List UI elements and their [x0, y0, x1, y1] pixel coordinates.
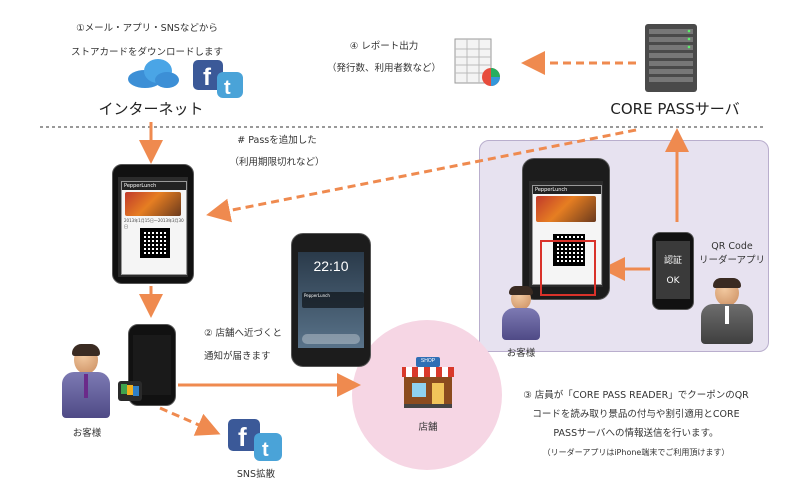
reader-screen: 認証 OK	[656, 241, 690, 299]
coupon-card-title: PepperLunch	[533, 186, 601, 194]
internet-label: インターネット	[98, 100, 204, 118]
report-line2: （発行数、利用者数など）	[326, 63, 441, 74]
qr-highlight-frame	[540, 240, 596, 296]
lockscreen-phone: 22:10 PepperLunch	[291, 233, 371, 367]
pass-screen: PepperLunch 2013年1月15日〜2013年3月30日	[118, 177, 188, 277]
notify-line1: ② 店舗へ近づくと	[204, 328, 283, 339]
coupon-food-image	[536, 196, 596, 222]
report-line1: ④ レポート出力	[349, 41, 419, 52]
pass-update-text: # Passを追加した （利用期限切れなど）	[213, 134, 341, 170]
pass-update-line2: （利用期限切れなど）	[229, 157, 325, 168]
reader-auth-label: 認証	[663, 256, 682, 266]
coupon-phone: PepperLunch	[522, 158, 610, 300]
server-icon	[641, 22, 701, 94]
reader-ok-label: OK	[666, 276, 680, 286]
push-notification-title: PepperLunch	[304, 293, 330, 298]
shop-label: 店舗	[418, 422, 438, 433]
report-text: ④ レポート出力 （発行数、利用者数など）	[322, 40, 446, 76]
customer-right-avatar	[498, 286, 544, 342]
phone-with-pass: PepperLunch 2013年1月15日〜2013年3月30日	[112, 164, 194, 284]
customer-left-label: お客様	[72, 428, 102, 439]
step1-line2: ストアカードをダウンロードします	[70, 47, 223, 58]
pass-update-line1: # Passを追加した	[237, 135, 317, 146]
svg-text:t: t	[262, 439, 269, 461]
step3-line4: （リーダーアプリはiPhone端末でご利用頂けます）	[542, 448, 730, 457]
svg-text:f: f	[203, 64, 212, 91]
reader-app-label: QR Code リーダーアプリ	[696, 240, 768, 268]
svg-text:t: t	[224, 77, 231, 99]
unlock-slider	[302, 334, 360, 344]
notify-text: ② 店舗へ近づくと 通知が届きます	[204, 327, 304, 364]
pass-card: PepperLunch 2013年1月15日〜2013年3月30日	[121, 181, 187, 275]
pass-card-title: PepperLunch	[122, 182, 186, 190]
step1-text: ①メール・アプリ・SNSなどから ストアカードをダウンロードします	[52, 22, 242, 60]
reader-label-line1: QR Code	[711, 241, 753, 252]
step3-text: ③ 店員が「CORE PASS READER」でクーポンのQR コードを読み取り…	[510, 388, 762, 461]
qr-code	[140, 228, 170, 258]
shop-sign: SHOP	[420, 358, 436, 364]
pass-card-dates: 2013年1月15日〜2013年3月30日	[124, 218, 184, 229]
customer-right-label: お客様	[506, 348, 536, 359]
step3-line2: コードを読み取り景品の付与や割引適用とCORE	[532, 409, 740, 420]
lockscreen: 22:10 PepperLunch	[298, 252, 364, 348]
step3-line1: ③ 店員が「CORE PASS READER」でクーポンのQR	[523, 390, 749, 401]
coupon-card: PepperLunch	[532, 185, 602, 285]
cloud-icon	[125, 57, 181, 89]
sns-label: SNS拡散	[236, 469, 276, 480]
report-spreadsheet-icon	[453, 37, 501, 89]
arrow-phone-to-sns	[159, 406, 221, 436]
push-notification: PepperLunch	[302, 292, 364, 308]
food-image	[125, 192, 181, 216]
coupon-screen: PepperLunch	[529, 181, 603, 287]
wallet-icon	[117, 378, 143, 404]
reader-label-line2: リーダーアプリ	[698, 255, 766, 266]
arrow-server-to-pass	[206, 128, 637, 223]
step3-line3: PASSサーバへの情報送信を行います。	[553, 428, 719, 439]
clerk-avatar	[697, 278, 757, 344]
customer-left-avatar	[56, 344, 116, 424]
lockscreen-time: 22:10	[313, 258, 349, 274]
server-label: CORE PASSサーバ	[610, 100, 740, 118]
svg-text:f: f	[238, 422, 247, 452]
shop-icon: SHOP	[398, 355, 458, 410]
step1-line1: ①メール・アプリ・SNSなどから	[76, 23, 218, 34]
reader-phone: 認証 OK	[652, 232, 694, 310]
notify-line2: 通知が届きます	[204, 351, 271, 362]
